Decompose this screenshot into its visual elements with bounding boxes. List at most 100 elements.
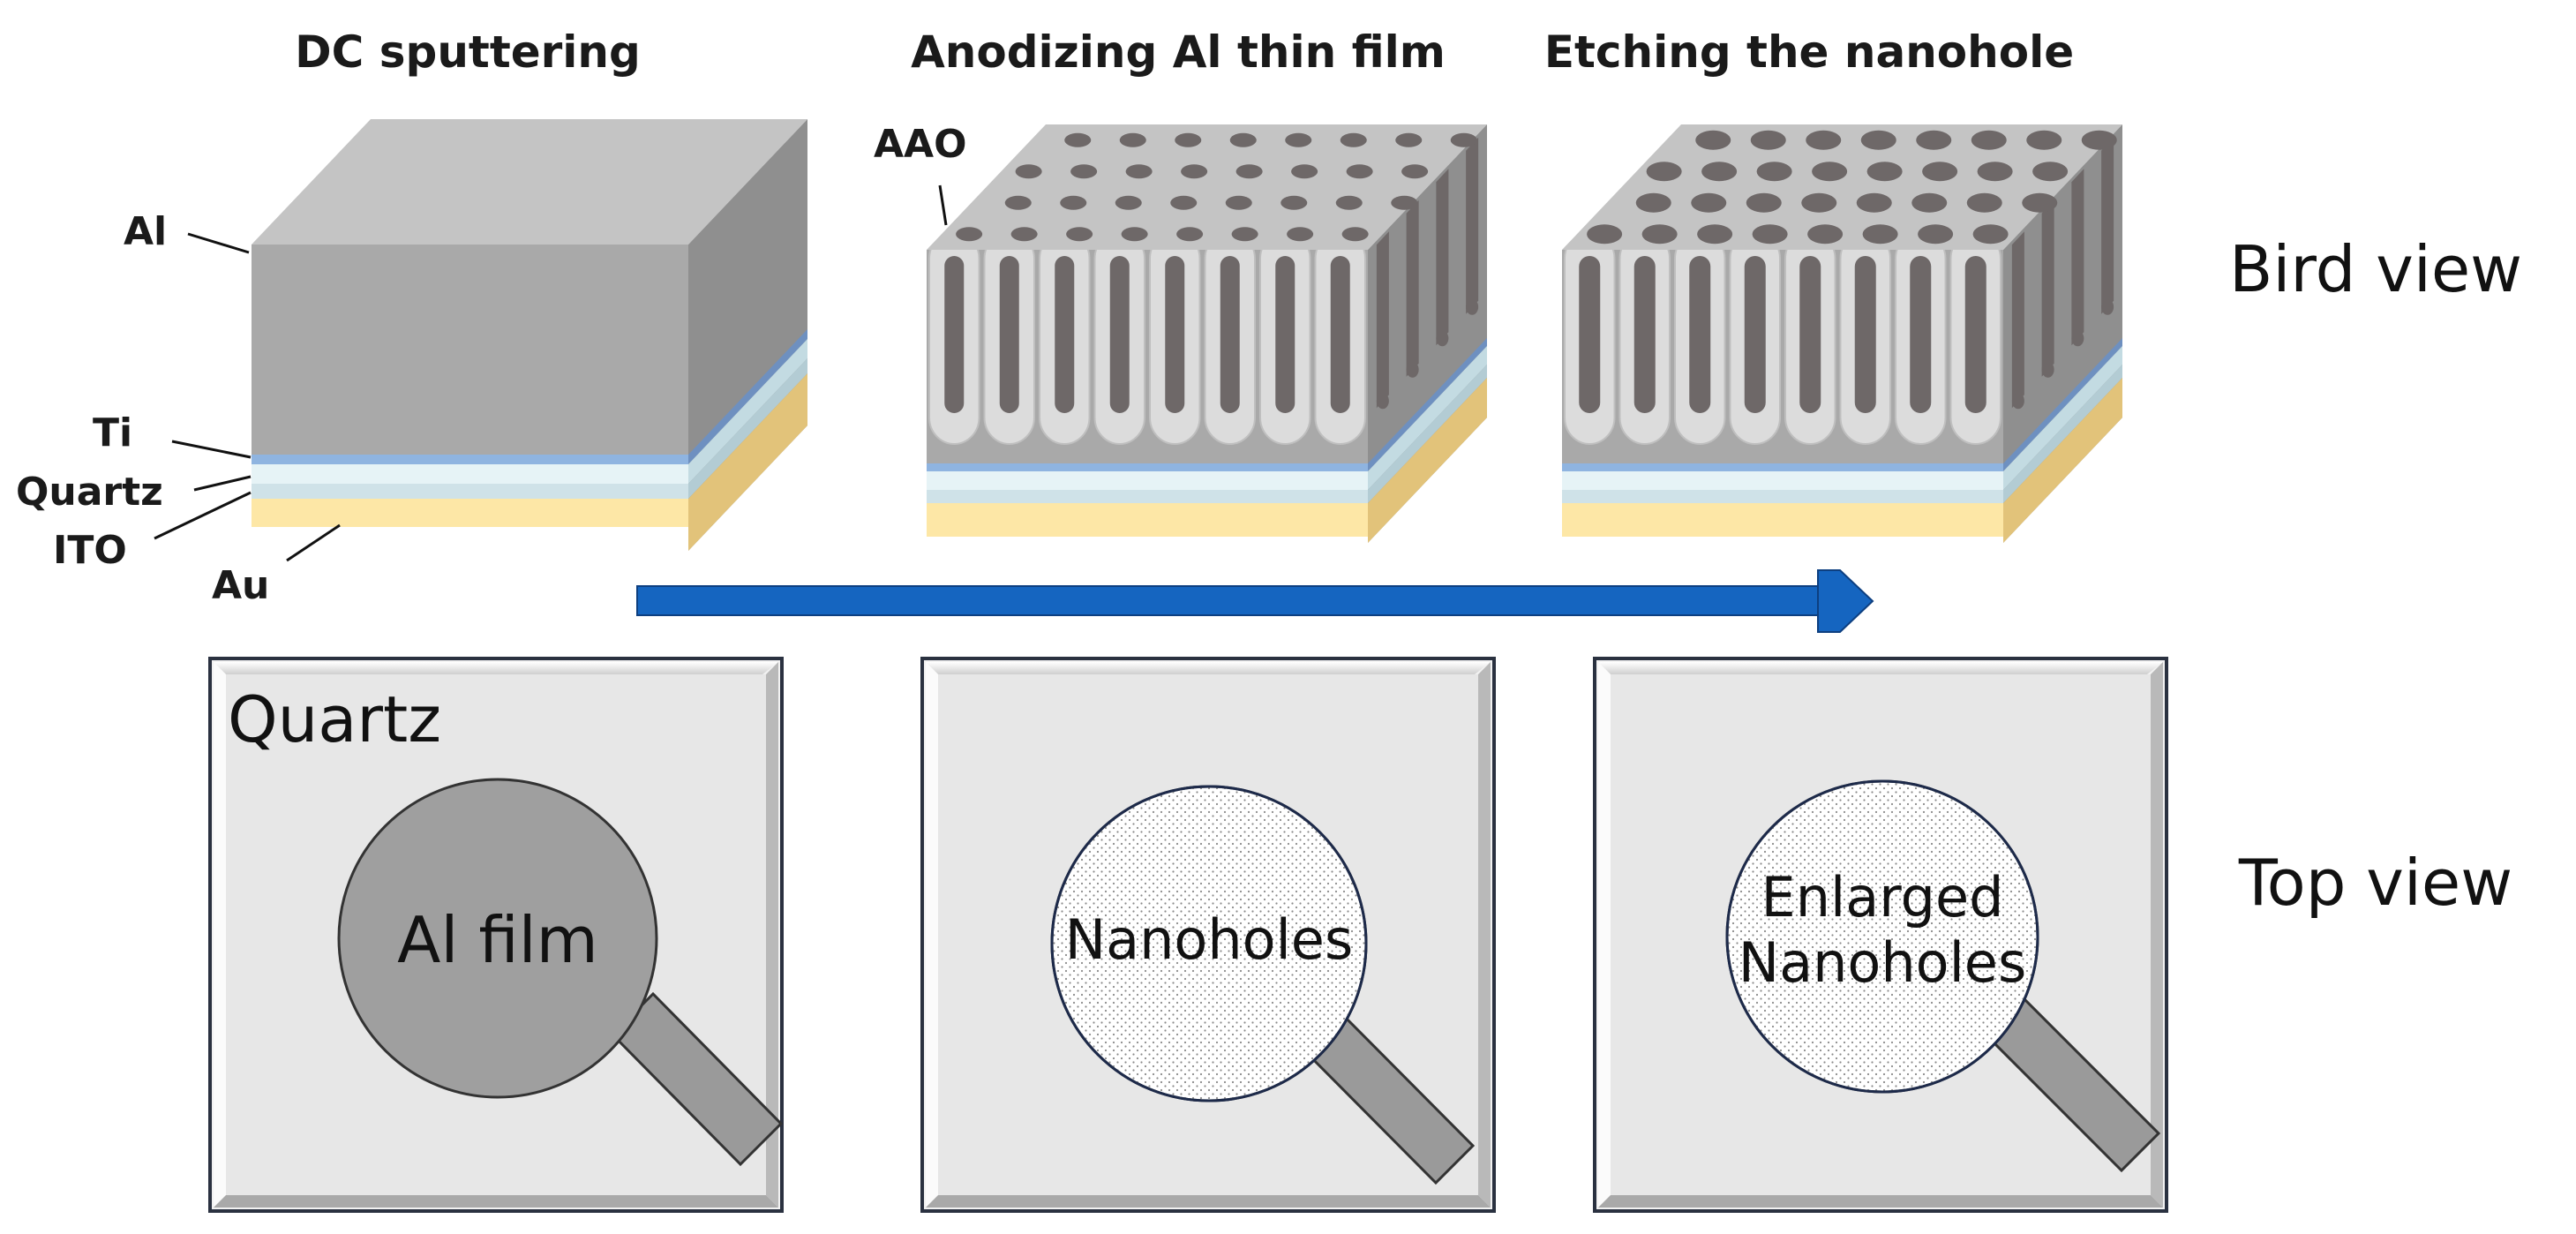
ti-layer: [252, 455, 688, 464]
label-al: Al: [124, 209, 167, 254]
process-arrow: [636, 569, 1874, 633]
top-view-panel-1: Quartz Al film: [208, 657, 784, 1213]
top-hole: [1235, 164, 1263, 179]
top-hole: [2026, 130, 2062, 150]
anodized-aao-block: [927, 124, 1487, 543]
top-hole: [1856, 192, 1892, 213]
au-layer: [252, 499, 688, 527]
top-hole: [1341, 227, 1369, 242]
nanopore: [1689, 256, 1711, 413]
top-hole: [1812, 162, 1848, 182]
top-hole: [1860, 130, 1896, 150]
nanopore: [1799, 256, 1821, 413]
side-pore: [2041, 199, 2054, 377]
bird-view-label: Bird view: [2229, 232, 2522, 306]
sputtered-stack-block: [252, 119, 807, 551]
top-hole: [1280, 195, 1308, 210]
enlarged-nanoholes-circle: [1725, 779, 2039, 1094]
etched-cell-walls: [1564, 250, 2001, 445]
al-top-face: [252, 119, 807, 245]
al-layer: [252, 245, 688, 455]
top-hole: [1346, 164, 1373, 179]
top-hole: [1291, 164, 1318, 179]
nanoholes-label: Nanoholes: [1065, 907, 1354, 972]
nanoholes-circle: [1050, 785, 1368, 1102]
top-view-label: Top view: [2238, 846, 2512, 920]
top-hole: [1066, 227, 1093, 242]
etched-side-pores: [2011, 137, 2114, 410]
top-hole: [1866, 162, 1903, 182]
top-hole: [1335, 195, 1363, 210]
top-hole: [956, 227, 983, 242]
side-pore: [2071, 169, 2084, 346]
label-quartz: Quartz: [16, 470, 163, 515]
nanopore: [1579, 256, 1601, 413]
top-hole: [1175, 132, 1202, 147]
label-ti: Ti: [93, 410, 132, 455]
top-hole: [1176, 227, 1204, 242]
top-hole: [1121, 227, 1148, 242]
nanopore: [1744, 256, 1766, 413]
al-film-circle: [337, 778, 658, 1099]
top-hole: [1450, 132, 1477, 147]
top-hole: [1229, 132, 1257, 147]
top-hole: [1750, 130, 1786, 150]
al-film-label: Al film: [397, 903, 598, 977]
etched-nanopores: [1579, 256, 1986, 413]
top-hole: [1966, 192, 2002, 213]
top-hole: [2022, 192, 2058, 213]
top-hole: [1922, 162, 1958, 182]
etched-nanohole-block: [1562, 124, 2122, 543]
nanopore: [1275, 256, 1296, 413]
top-hole: [1064, 132, 1092, 147]
top-hole: [1752, 224, 1788, 245]
top-hole: [1060, 195, 1087, 210]
side-pore: [1466, 137, 1479, 314]
top-hole: [1395, 132, 1423, 147]
nanopore: [944, 256, 965, 413]
nanopore: [1910, 256, 1932, 413]
top-view-panel-3: Enlarged Nanoholes: [1593, 657, 2168, 1213]
top-hole: [1635, 192, 1671, 213]
top-hole: [1401, 164, 1429, 179]
side-pore: [1406, 199, 1419, 377]
aao-top-holes: [956, 132, 1477, 242]
top-hole: [1004, 195, 1032, 210]
etched-top-holes: [1587, 130, 2117, 245]
aao-nanopores: [944, 256, 1350, 413]
label-aao: AAO: [874, 122, 967, 167]
side-pore: [1436, 169, 1449, 346]
top-view-panel-2: Nanoholes: [920, 657, 1496, 1213]
side-pore: [2011, 231, 2024, 409]
top-hole: [1641, 224, 1678, 245]
top-hole: [1807, 224, 1844, 245]
top-hole: [1691, 192, 1727, 213]
top-hole: [1695, 130, 1731, 150]
nanopore: [1330, 256, 1350, 413]
top-hole: [1287, 227, 1314, 242]
label-ito: ITO: [53, 528, 127, 573]
nanopore: [1220, 256, 1240, 413]
enlarged-label-line1: Enlarged: [1761, 865, 2004, 929]
top-hole: [1391, 195, 1418, 210]
top-hole: [1015, 164, 1042, 179]
top-hole: [1806, 130, 1842, 150]
top-hole: [1285, 132, 1312, 147]
top-hole: [1746, 192, 1782, 213]
top-hole: [2032, 162, 2069, 182]
top-hole: [2081, 130, 2117, 150]
top-hole: [1115, 195, 1142, 210]
top-hole: [1340, 132, 1367, 147]
top-hole: [1697, 224, 1733, 245]
nanopore: [1165, 256, 1185, 413]
top-hole: [1972, 224, 2009, 245]
nanopore: [1109, 256, 1130, 413]
nanopore: [1055, 256, 1075, 413]
top-hole: [1225, 195, 1252, 210]
top-hole: [1801, 192, 1837, 213]
nanopore: [1854, 256, 1876, 413]
top-hole: [1971, 130, 2007, 150]
quartz-layer: [252, 464, 688, 484]
